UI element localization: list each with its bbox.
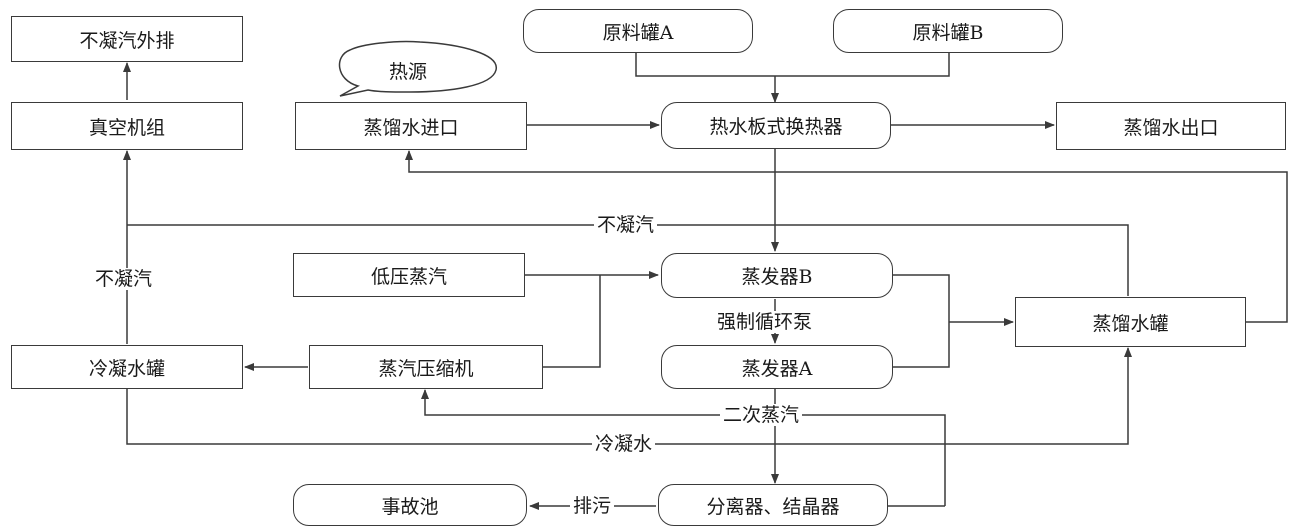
line-tank-to-inlet xyxy=(405,150,1288,323)
line-compressor-to-lps xyxy=(543,275,601,368)
raw-tank-a-box: 原料罐A xyxy=(523,9,753,53)
noncondensable-left-label: 不凝汽 xyxy=(92,268,156,290)
noncondensable-exhaust-box: 不凝汽外排 xyxy=(11,16,243,62)
line-condensate-water xyxy=(126,347,1132,445)
condensate-water-label: 冷凝水 xyxy=(592,433,656,455)
low-pressure-steam-box: 低压蒸汽 xyxy=(293,253,525,297)
line-evap-b-out xyxy=(893,274,950,368)
evaporator-a-box: 蒸发器A xyxy=(661,345,893,389)
heat-source-bubble xyxy=(338,40,497,97)
blowdown-label: 排污 xyxy=(570,495,615,517)
distilled-water-tank-box: 蒸馏水罐 xyxy=(1015,297,1246,347)
accident-pool-box: 事故池 xyxy=(293,484,527,526)
plate-heat-exchanger-box: 热水板式换热器 xyxy=(661,102,891,149)
forced-circulation-pump-label: 强制循环泵 xyxy=(714,311,816,333)
evaporator-b-box: 蒸发器B xyxy=(661,253,893,298)
vacuum-unit-box: 真空机组 xyxy=(11,102,243,150)
line-secondary-steam xyxy=(421,389,946,506)
condensate-tank-box: 冷凝水罐 xyxy=(11,345,243,389)
heat-source-label: 热源 xyxy=(389,61,428,83)
distilled-water-outlet-box: 蒸馏水出口 xyxy=(1056,102,1286,150)
noncondensable-top-label: 不凝汽 xyxy=(594,214,658,236)
steam-compressor-box: 蒸汽压缩机 xyxy=(309,345,543,389)
line-raw-tank-a xyxy=(635,53,950,77)
line-noncondensable-top xyxy=(127,224,1129,296)
distilled-water-inlet-box: 蒸馏水进口 xyxy=(295,102,527,150)
raw-tank-b-box: 原料罐B xyxy=(833,9,1063,53)
secondary-steam-label: 二次蒸汽 xyxy=(720,404,803,426)
separator-crystallizer-box: 分离器、结晶器 xyxy=(658,484,888,526)
